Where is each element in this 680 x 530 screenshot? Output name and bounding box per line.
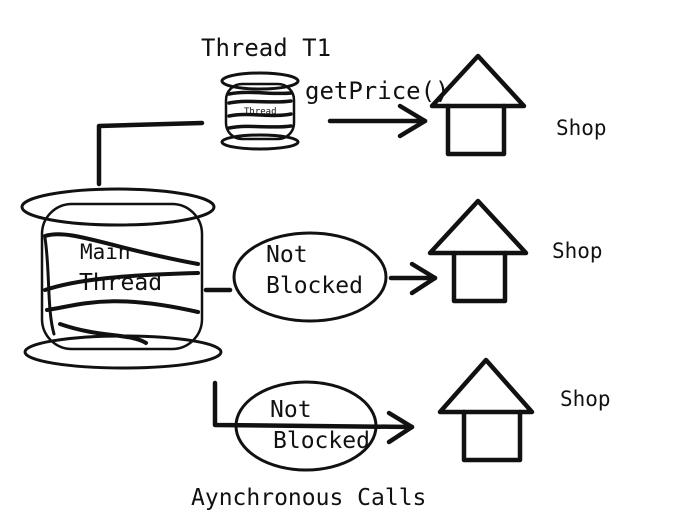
main-thread-label-line1: Main xyxy=(80,240,131,264)
shop-label-1: Shop xyxy=(556,116,607,140)
arrow-t1-to-shop-1 xyxy=(327,103,428,139)
get-price-call-label: getPrice() xyxy=(305,77,450,105)
shop-house-icon-2 xyxy=(427,198,529,304)
shop-house-icon-3 xyxy=(437,357,535,463)
thread-t1-title: Thread T1 xyxy=(201,34,332,62)
arrow-bottom-to-shop-3 xyxy=(212,380,415,445)
thread-t1-spool-label: Thread xyxy=(244,107,277,117)
asynchronous-calls-caption: Aynchronous Calls xyxy=(191,485,427,511)
main-thread-spool xyxy=(20,187,223,370)
shop-label-2: Shop xyxy=(552,239,603,263)
shop-house-icon-1 xyxy=(429,53,527,157)
shop-label-3: Shop xyxy=(560,387,611,411)
middle-not-blocked-line2: Blocked xyxy=(266,273,363,299)
middle-not-blocked-bubble xyxy=(232,231,388,323)
thread-t1-spool xyxy=(220,71,300,151)
bottom-not-blocked-line1: Not xyxy=(270,397,312,423)
bottom-not-blocked-line2: Blocked xyxy=(273,428,370,454)
arrow-middle-to-shop-2 xyxy=(388,261,438,296)
main-thread-label-line2: Thread xyxy=(79,270,163,296)
middle-not-blocked-line1: Not xyxy=(266,242,308,268)
connector-main-to-t1 xyxy=(96,120,205,187)
